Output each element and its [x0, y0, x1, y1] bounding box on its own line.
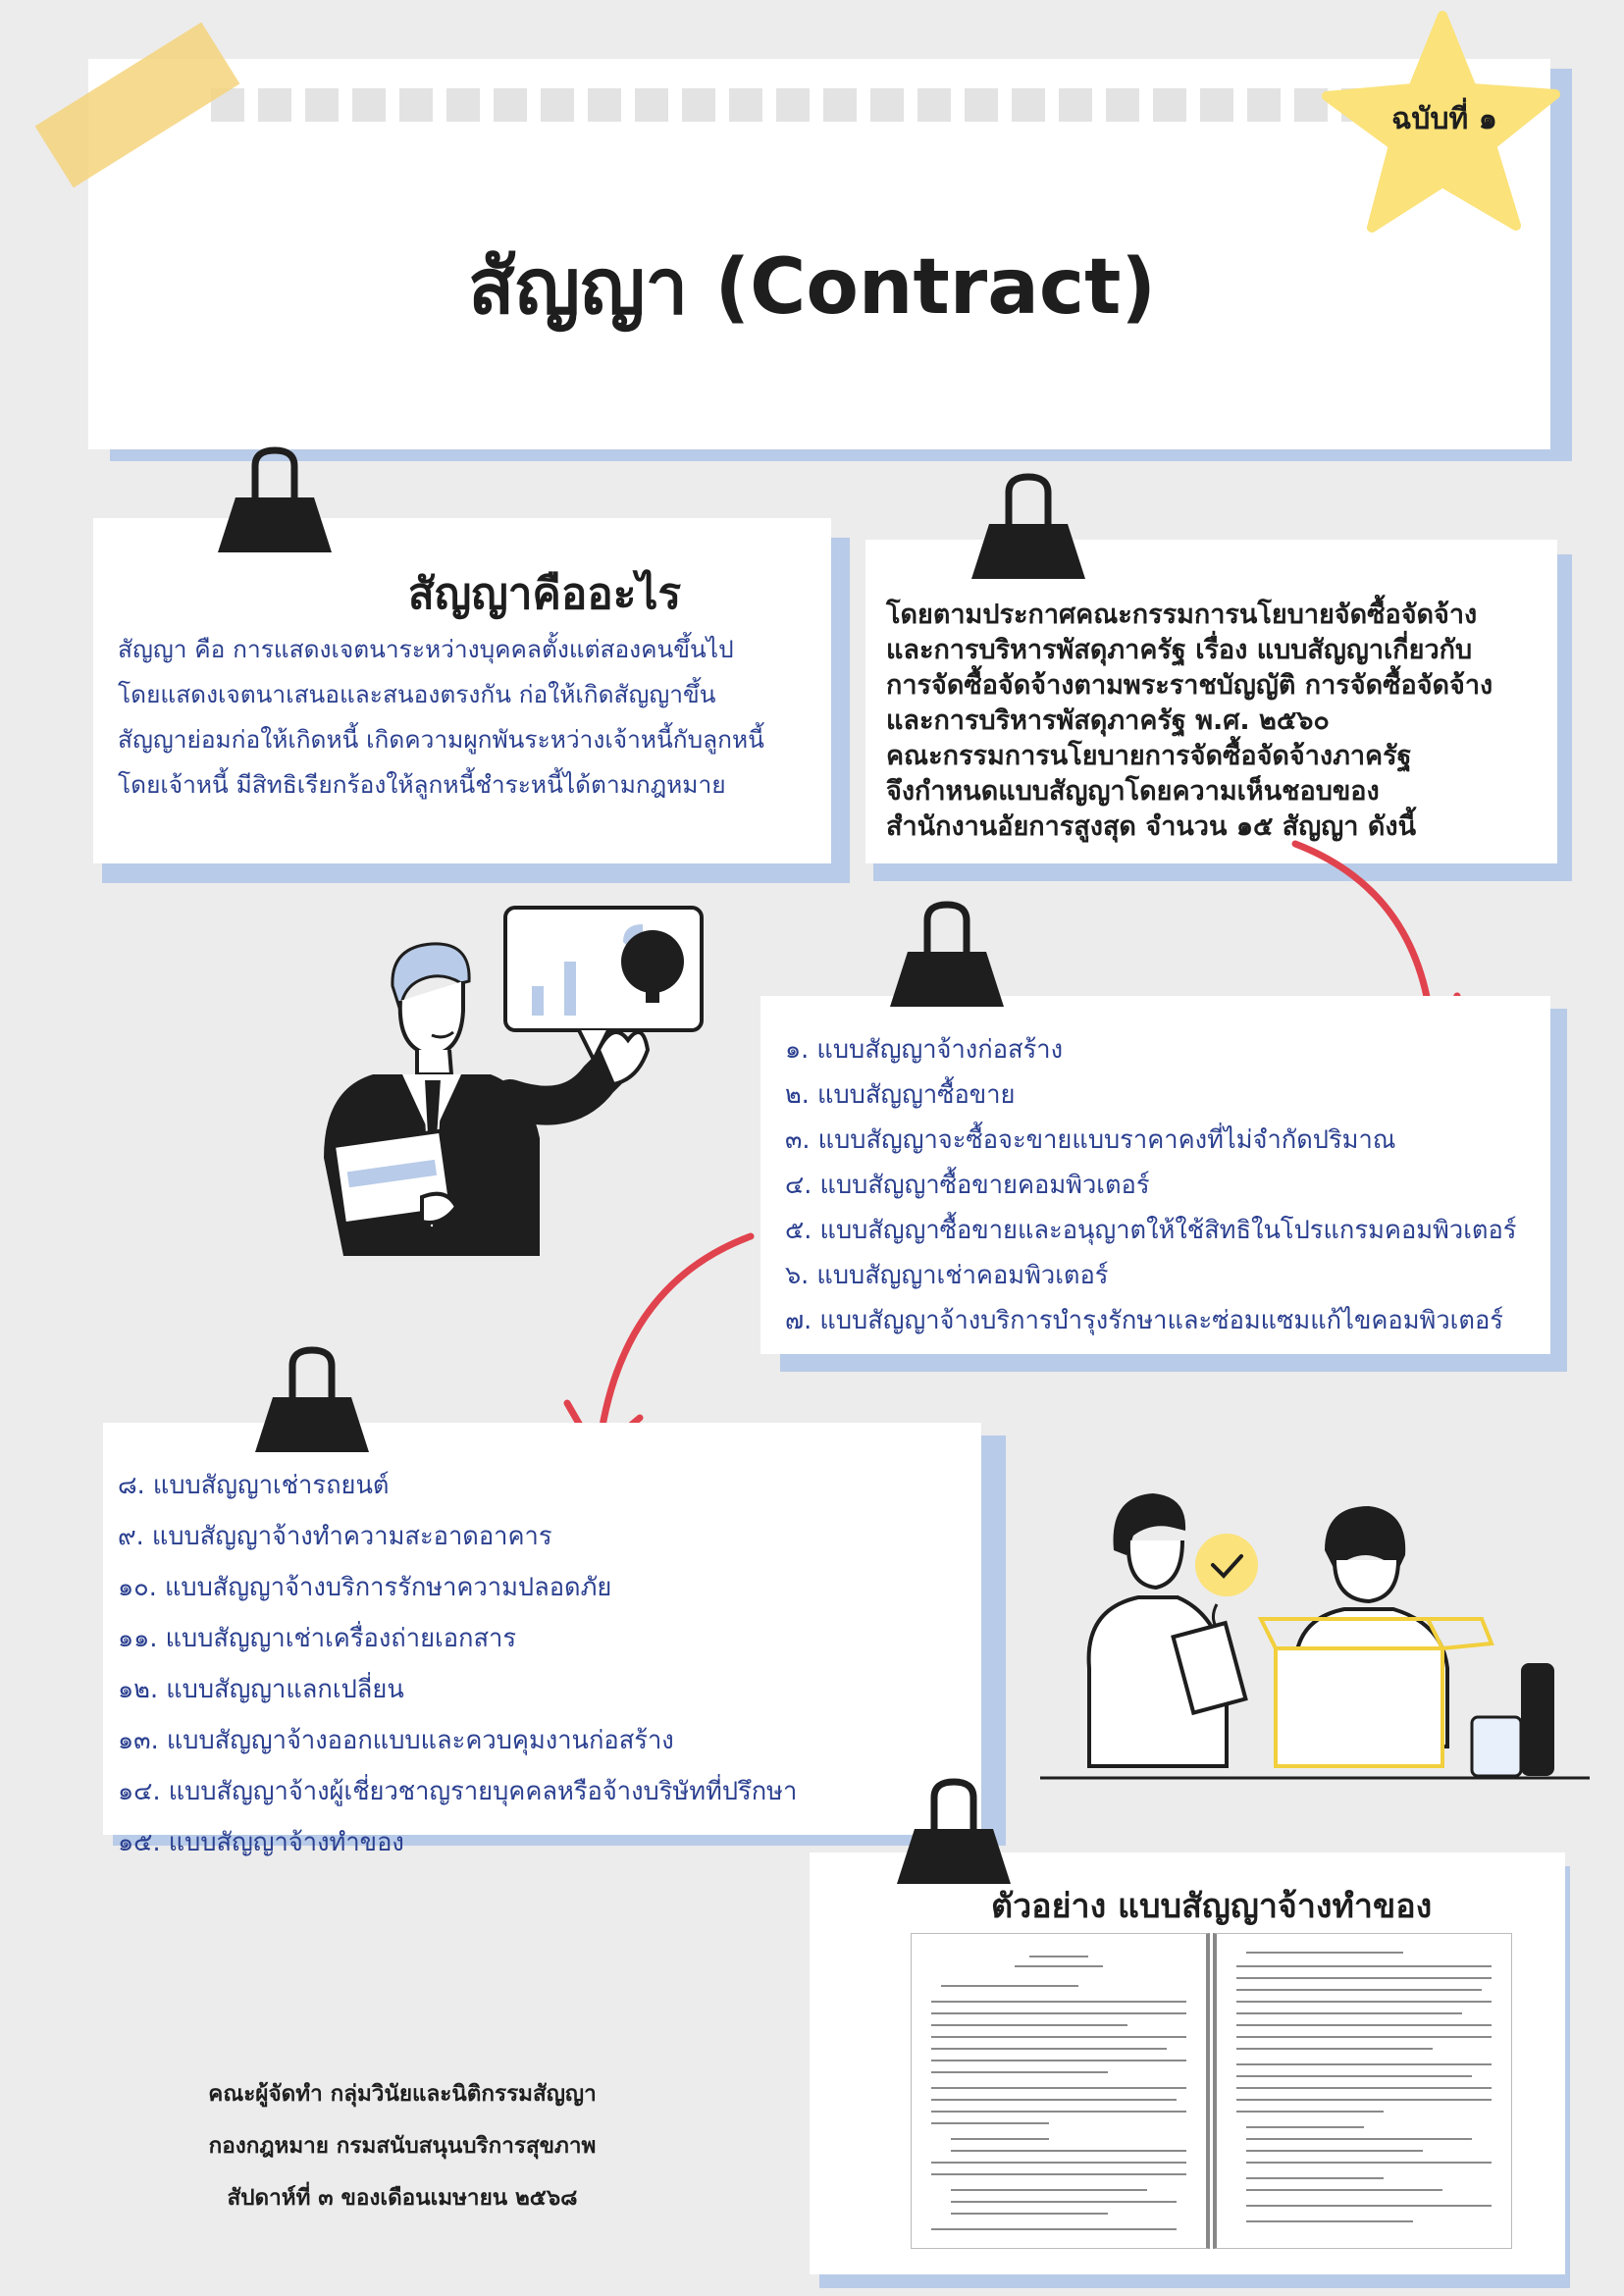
binder-clip-icon — [971, 473, 1085, 579]
page-title: สัญญา (Contract) — [467, 243, 1157, 332]
notice-line: และการบริหารพัสดุภาครัฐ เรื่อง แบบสัญญาเ… — [886, 635, 1473, 665]
contract-list-item: ๕. แบบสัญญาซื้อขายและอนุญาตให้ใช้สิทธิใน… — [785, 1216, 1517, 1245]
footer-line: คณะผู้จัดทำ กลุ่มวินัยและนิติกรรมสัญญา — [208, 2081, 597, 2107]
binder-clip-icon — [897, 1778, 1011, 1884]
footer-line: สัปดาห์ที่ ๓ ของเดือนเมษายน ๒๕๖๘ — [227, 2185, 578, 2211]
contract-list-item: ๑๕. แบบสัญญาจ้างทำของ — [118, 1828, 404, 1857]
binder-clip-icon — [218, 446, 332, 552]
contract-list-item: ๖. แบบสัญญาเช่าคอมพิวเตอร์ — [785, 1261, 1109, 1290]
definition-line: สัญญาย่อมก่อให้เกิดหนี้ เกิดความผูกพันระ… — [118, 725, 764, 754]
definition-line: โดยแสดงเจตนาเสนอและสนองตรงกัน ก่อให้เกิด… — [118, 680, 716, 708]
notice-card — [865, 540, 1557, 863]
definition-card — [93, 518, 831, 863]
binder-clip-icon — [890, 901, 1004, 1007]
footer-line: กองกฎหมาย กรมสนับสนุนบริการสุขภาพ — [208, 2133, 597, 2159]
notice-line: การจัดซื้อจัดจ้างตามพระราชบัญญัติ การจัด… — [886, 670, 1493, 701]
notice-line: และการบริหารพัสดุภาครัฐ พ.ศ. ๒๕๖๐ — [886, 705, 1330, 736]
definition-line: โดยเจ้าหนี้ มีสิทธิเรียกร้องให้ลูกหนี้ชำ… — [118, 770, 726, 799]
contract-list-item: ๑. แบบสัญญาจ้างก่อสร้าง — [785, 1035, 1064, 1065]
contract-list-item: ๘. แบบสัญญาเช่ารถยนต์ — [118, 1471, 390, 1500]
list2-card — [103, 1423, 981, 1835]
contract-list-item: ๑๔. แบบสัญญาจ้างผู้เชี่ยวชาญรายบุคคลหรือ… — [118, 1777, 798, 1806]
sample-title: ตัวอย่าง แบบสัญญาจ้างทำของ — [991, 1887, 1433, 1926]
contract-list-item: ๙. แบบสัญญาจ้างทำความสะอาดอาคาร — [118, 1522, 552, 1551]
issue-badge: ฉบับที่ ๑ — [1391, 102, 1497, 136]
checkmark-icon — [1195, 1534, 1258, 1632]
contract-list-item: ๑๓. แบบสัญญาจ้างออกแบบและควบคุมงานก่อสร้… — [118, 1726, 674, 1755]
contract-list-item: ๒. แบบสัญญาซื้อขาย — [785, 1080, 1016, 1110]
businessman-illustration — [324, 906, 704, 1256]
contract-list-item: ๔. แบบสัญญาซื้อขายคอมพิวเตอร์ — [785, 1171, 1150, 1200]
header-card — [88, 59, 1550, 449]
list1-card — [760, 996, 1550, 1354]
document-preview-page-1 — [911, 1933, 1210, 2249]
contract-list-item: ๗. แบบสัญญาจ้างบริการบำรุงรักษาและซ่อมแซ… — [785, 1306, 1503, 1335]
contract-list-item: ๑๒. แบบสัญญาแลกเปลี่ยน — [118, 1675, 404, 1704]
definition-line: สัญญา คือ การแสดงเจตนาระหว่างบุคคลตั้งแต… — [118, 635, 734, 663]
document-preview-page-2 — [1213, 1933, 1512, 2249]
contract-list-item: ๑๐. แบบสัญญาจ้างบริการรักษาความปลอดภัย — [118, 1573, 612, 1602]
notice-line: โดยตามประกาศคณะกรรมการนโยบายจัดซื้อจัดจ้… — [886, 600, 1478, 630]
chart-bubble-icon — [503, 906, 704, 1065]
contract-list-item: ๑๑. แบบสัญญาเช่าเครื่องถ่ายเอกสาร — [118, 1624, 517, 1653]
notice-line: สำนักงานอัยการสูงสุด จำนวน ๑๕ สัญญา ดังน… — [886, 811, 1417, 842]
definition-heading: สัญญาคืออะไร — [407, 569, 682, 619]
notice-line: จึงกำหนดแบบสัญญาโดยความเห็นชอบของ — [886, 776, 1380, 807]
notice-line: คณะกรรมการนโยบายการจัดซื้อจัดจ้างภาครัฐ — [886, 741, 1412, 771]
binder-clip-icon — [255, 1346, 369, 1452]
contract-list-item: ๓. แบบสัญญาจะซื้อจะขายแบบราคาคงที่ไม่จำก… — [785, 1125, 1396, 1155]
coworkers-illustration — [1040, 1493, 1590, 1780]
star-badge-icon — [1322, 11, 1560, 233]
